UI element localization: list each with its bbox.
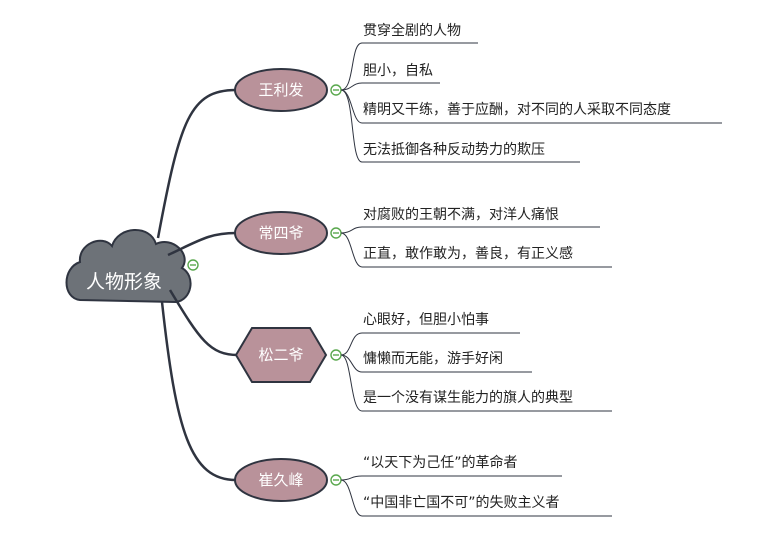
subtopic-label[interactable]: 贯穿全剧的人物: [363, 23, 461, 39]
item-link: [340, 354, 532, 373]
branch-topic-changsiye[interactable]: 常四爷: [258, 224, 304, 242]
link-root-cuijiufeng: [160, 301, 237, 482]
subtopic-label[interactable]: “中国非亡国不可”的失败主义者: [363, 495, 560, 511]
branch-topic-songerye[interactable]: 松二爷: [258, 346, 304, 364]
branch-node-shape[interactable]: [234, 211, 328, 255]
item-link: [340, 332, 520, 356]
link-root-wanglifa: [156, 88, 237, 239]
item-link: [340, 232, 612, 268]
item-link: [340, 82, 440, 91]
branch-node-shape[interactable]: [234, 327, 328, 383]
branch-node-shape[interactable]: [234, 68, 328, 112]
subtopic-label[interactable]: 心眼好，但胆小怕事: [363, 312, 489, 328]
item-link: [340, 42, 478, 91]
root-cloud-shape: [65, 229, 192, 304]
subtopic-label[interactable]: 正直，敢作敢为，善良，有正义感: [363, 246, 573, 262]
subtopic-label[interactable]: 精明又干练，善于应酬，对不同的人采取不同态度: [363, 102, 671, 118]
item-link: [340, 354, 612, 412]
subtopic-label[interactable]: 对腐败的王朝不满，对洋人痛恨: [363, 207, 559, 223]
subtopic-label[interactable]: 无法抵御各种反动势力的欺压: [363, 142, 545, 158]
subtopic-label[interactable]: “以天下为己任”的革命者: [363, 455, 518, 471]
root-topic[interactable]: 人物形象: [85, 271, 162, 293]
subtopic-label[interactable]: 是一个没有谋生能力的旗人的典型: [363, 390, 573, 406]
item-link: [340, 226, 600, 234]
item-link: [340, 475, 562, 481]
branch-topic-wanglifa[interactable]: 王利发: [258, 81, 304, 99]
item-link: [340, 89, 580, 163]
link-root-songerye: [168, 289, 239, 357]
link-root-changsiye: [167, 231, 237, 257]
branch-topic-cuijiufeng[interactable]: 崔久峰: [258, 471, 304, 489]
subtopic-label[interactable]: 胆小，自私: [363, 63, 433, 79]
branch-node-shape[interactable]: [234, 458, 328, 502]
subtopic-label[interactable]: 慵懒而无能，游手好闲: [363, 351, 503, 367]
item-link: [340, 479, 612, 517]
